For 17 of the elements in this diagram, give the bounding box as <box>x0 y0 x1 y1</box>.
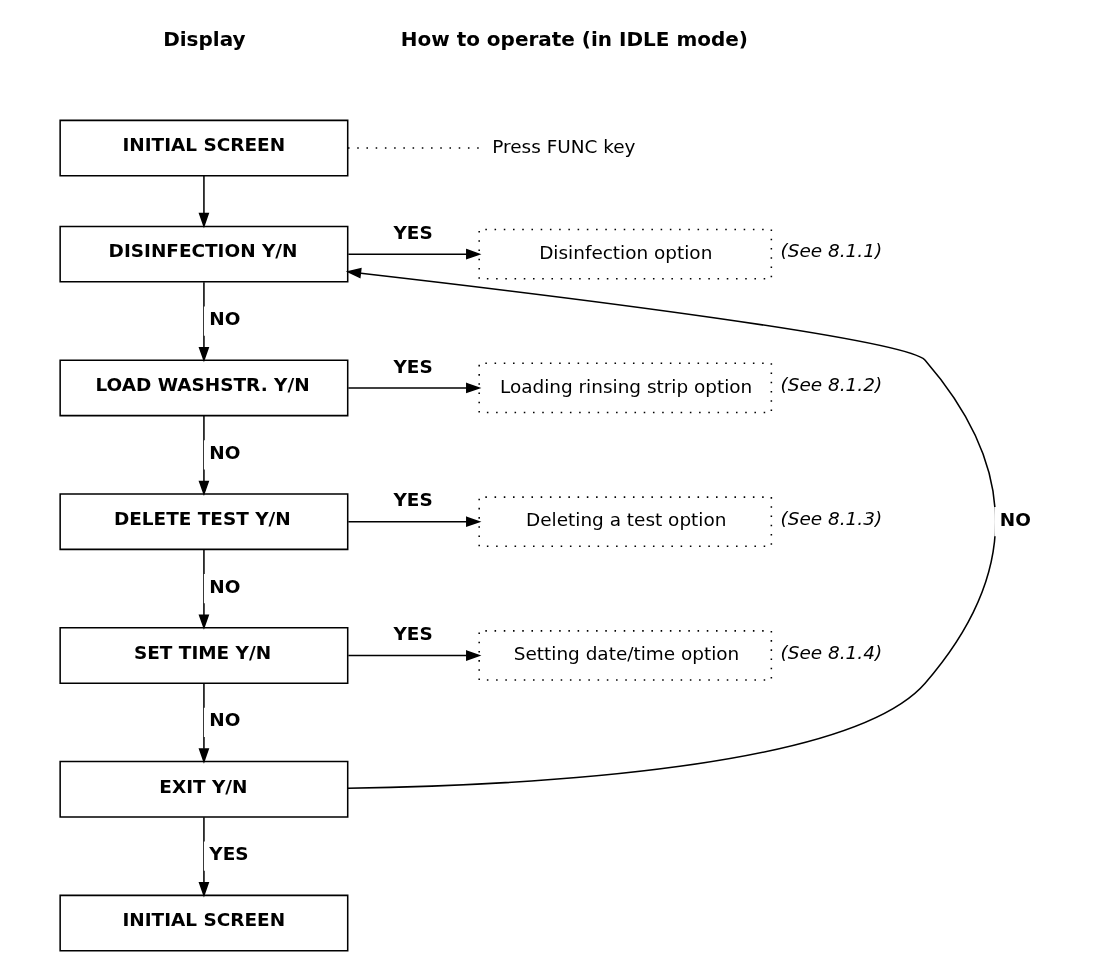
label: Display <box>163 26 246 51</box>
edge-label: NO <box>209 575 241 597</box>
edge-label: YES <box>209 843 249 865</box>
label: How to operate (in IDLE mode) <box>400 26 748 51</box>
edge-label: NO <box>209 441 241 463</box>
edge-label: YES <box>393 355 433 377</box>
edge-label: YES <box>393 221 433 243</box>
node-text: Press FUNC key <box>492 135 636 157</box>
node-label: (See 8.1.2) <box>780 374 883 396</box>
edge-label: NO <box>209 709 241 731</box>
edge-label: NO <box>999 508 1031 530</box>
edge-label: NO <box>209 308 241 330</box>
node-label: (See 8.1.3) <box>780 507 883 529</box>
edge-label: YES <box>393 489 433 511</box>
node-label: (See 8.1.1) <box>780 240 883 262</box>
node-label: (See 8.1.4) <box>780 641 883 663</box>
edge-label: YES <box>393 623 433 645</box>
